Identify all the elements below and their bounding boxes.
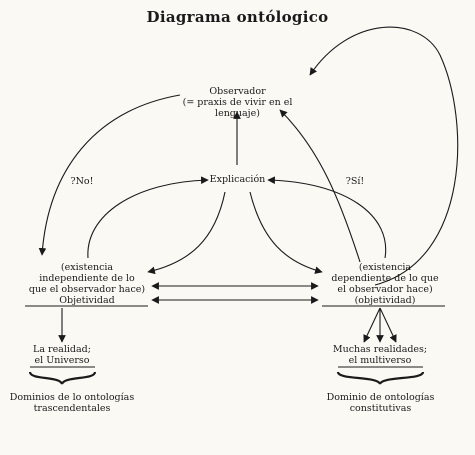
right-domain-line2: constitutivas [349, 403, 412, 414]
right-result-label: Muchas realidades; el multiverso [330, 344, 430, 366]
right-box-line2: dependiente de lo que [331, 273, 439, 284]
arrow-right-down-1 [363, 307, 381, 343]
question-si-label: ?Sí! [345, 176, 365, 187]
arrow-big-loop [309, 26, 459, 286]
question-no-label: ?No! [70, 176, 94, 187]
observer-title: Observador [209, 86, 266, 97]
arrow-right-to-observer [279, 109, 361, 263]
right-domain-line1: Dominio de ontologías [326, 392, 435, 403]
page-title: Diagrama ontólogico [146, 8, 329, 26]
arrow-left-to-explanation [87, 176, 209, 259]
arrow-explanation-to-right [249, 191, 323, 274]
right-brace [336, 371, 425, 385]
left-box-label: (existencia independiente de lo que el o… [22, 262, 152, 306]
right-result-line2: el multiverso [348, 355, 412, 366]
arrow-right-down-3 [379, 307, 397, 343]
right-box-line3: el observador hace) [337, 284, 433, 295]
explanation-label: Explicación [209, 174, 266, 185]
left-domain-line2: trascendentales [33, 403, 111, 414]
left-box-line3: que el observador hace) [28, 284, 146, 295]
left-result-line1: La realidad; [33, 344, 91, 355]
arrow-observer-to-left [38, 94, 181, 256]
observer-subtitle: (= praxis de vivir en el lenguaje) [182, 97, 293, 119]
right-box-line4: (objetividad) [354, 295, 416, 306]
left-result-label: La realidad; el Universo [22, 344, 102, 366]
right-box-label: (existencia dependiente de lo que el obs… [320, 262, 450, 306]
left-box-line2: independiente de lo [39, 273, 135, 284]
right-domain-label: Dominio de ontologías constitutivas [318, 392, 443, 414]
left-box-line1: (existencia [60, 262, 114, 273]
right-result-line1: Muchas realidades; [332, 344, 428, 355]
arrow-right-to-explanation [267, 176, 387, 259]
left-result-line2: el Universo [34, 355, 90, 366]
arrow-explanation-to-left [147, 191, 226, 275]
left-brace [28, 371, 97, 385]
left-box-line4: Objetividad [59, 295, 115, 306]
left-domain-label: Dominios de lo ontologías trascendentale… [2, 392, 142, 414]
left-domain-line1: Dominios de lo ontologías [9, 392, 135, 403]
observer-label: Observador (= praxis de vivir en el leng… [160, 86, 315, 119]
right-box-line1: (existencia [358, 262, 412, 273]
